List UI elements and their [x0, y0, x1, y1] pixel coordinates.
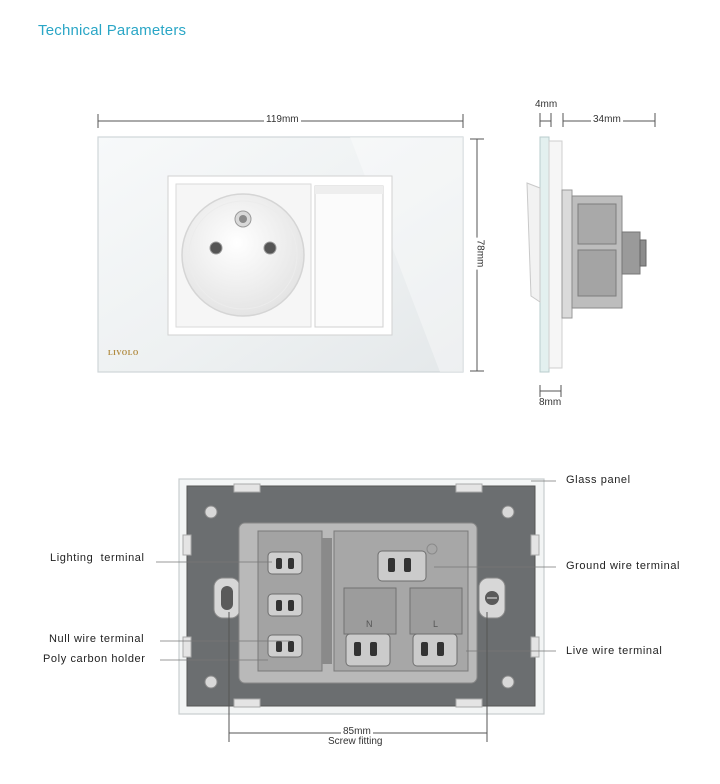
height-label: 78mm	[474, 237, 486, 270]
side-module-body	[561, 189, 573, 319]
socket-hole-left	[209, 241, 223, 255]
callout-null-wire-terminal: Null wire terminal	[49, 633, 145, 645]
page-title: Technical Parameters	[38, 22, 187, 39]
side-view	[526, 113, 656, 397]
callout-live-wire-terminal: Live wire terminal	[566, 645, 663, 657]
screw-caption: Screw fitting	[326, 736, 385, 747]
callout-ground-wire-terminal: Ground wire terminal	[566, 560, 681, 572]
brand-logo: LIVOLO	[108, 349, 139, 357]
switch-rocker	[314, 185, 384, 328]
socket-hole-right	[263, 241, 277, 255]
width-label: 119mm	[264, 114, 301, 125]
callout-lighting-terminal: Lighting terminal	[50, 552, 145, 564]
screw-hole-left	[213, 577, 241, 619]
back-view	[156, 478, 556, 742]
frame-label: 8mm	[537, 397, 564, 408]
depth-label: 34mm	[591, 114, 623, 125]
side-glass	[539, 136, 550, 373]
callout-poly-carbon-holder: Poly carbon holder	[43, 653, 146, 665]
screw-distance-label: 85mm	[341, 726, 373, 737]
callout-glass-panel: Glass panel	[566, 474, 631, 486]
screw-hole-right	[478, 577, 506, 619]
front-view	[97, 114, 484, 373]
live-marking: L	[433, 619, 439, 629]
thickness-label: 4mm	[533, 99, 560, 110]
socket-outlet	[181, 193, 305, 317]
neutral-marking: N	[366, 619, 373, 629]
